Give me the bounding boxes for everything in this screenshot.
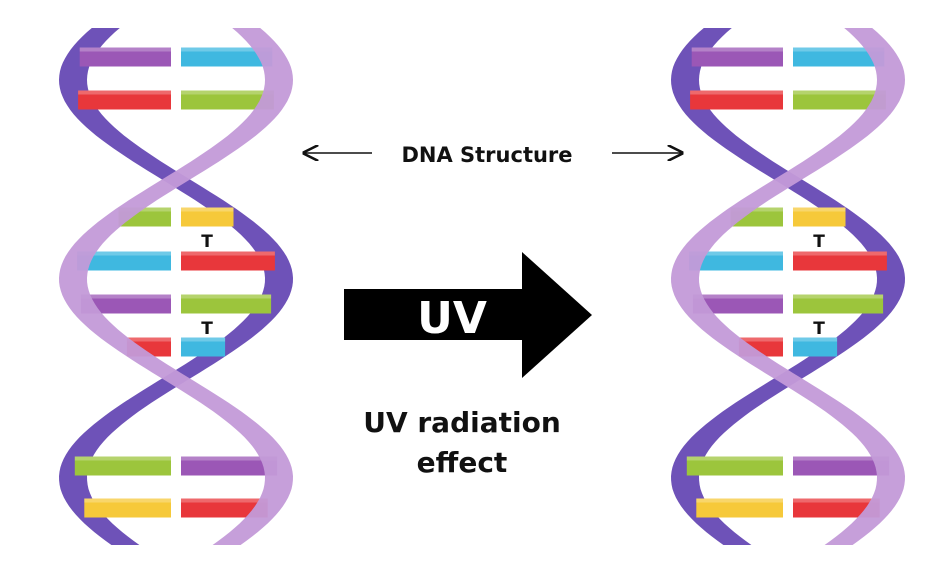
helix-backbone-strand-back — [59, 28, 293, 545]
base-highlight — [793, 47, 885, 52]
base-highlight — [793, 207, 846, 212]
thymine-label: T — [201, 319, 213, 339]
helix-backbone-strand-back — [671, 28, 905, 545]
dna-structure-label: DNA Structure — [401, 143, 572, 167]
base-right-blue — [181, 47, 273, 67]
base-right-green — [793, 90, 886, 110]
base-highlight — [181, 47, 273, 52]
base-highlight — [793, 90, 886, 95]
base-left-yellow — [696, 498, 783, 518]
base-right-blue — [793, 337, 838, 357]
base-pair-rung — [77, 251, 275, 271]
base-pair-rung — [692, 294, 884, 314]
base-left-green — [686, 456, 783, 476]
base-highlight — [692, 294, 783, 299]
base-pair-rung — [691, 47, 885, 67]
base-highlight — [79, 47, 171, 52]
base-pair-rung — [74, 456, 278, 476]
helix-backbone-strand-front — [671, 28, 905, 545]
uv-effect-line2: effect — [417, 446, 508, 479]
base-highlight — [181, 90, 274, 95]
thymine-label: T — [201, 232, 213, 252]
base-left-purple — [691, 47, 783, 67]
base-highlight — [793, 456, 890, 461]
base-pair-rung — [79, 47, 273, 67]
base-highlight — [690, 90, 783, 95]
base-highlight — [118, 207, 171, 212]
base-highlight — [793, 498, 880, 503]
base-highlight — [793, 251, 887, 256]
base-highlight — [126, 337, 171, 342]
base-right-yellow — [181, 207, 234, 227]
base-right-yellow — [793, 207, 846, 227]
base-left-red — [78, 90, 171, 110]
base-left-purple — [79, 47, 171, 67]
base-highlight — [738, 337, 783, 342]
base-right-purple — [181, 456, 278, 476]
base-highlight — [793, 294, 884, 299]
base-highlight — [74, 456, 171, 461]
dna-helix-right: TT — [671, 28, 905, 545]
base-pair-rung — [696, 498, 880, 518]
dna-structure-callout: DNA Structure — [304, 143, 682, 167]
base-pair-rung — [78, 90, 274, 110]
base-pair-rung — [686, 456, 890, 476]
base-right-purple — [793, 456, 890, 476]
base-right-green — [181, 294, 272, 314]
thymine-label: T — [813, 319, 825, 339]
base-right-red — [793, 498, 880, 518]
uv-arrow-label: UV — [417, 293, 487, 344]
base-highlight — [691, 47, 783, 52]
dna-helix-left: TT — [59, 28, 293, 545]
uv-effect-line1: UV radiation — [363, 406, 561, 439]
base-right-blue — [181, 337, 226, 357]
base-highlight — [80, 294, 171, 299]
base-highlight — [793, 337, 838, 342]
thymine-label: T — [813, 232, 825, 252]
base-highlight — [181, 337, 226, 342]
base-right-red — [181, 498, 268, 518]
base-highlight — [181, 456, 278, 461]
uv-effect-caption: UV radiation effect — [363, 406, 561, 479]
base-highlight — [730, 207, 783, 212]
base-pair-rung — [80, 294, 272, 314]
base-highlight — [78, 90, 171, 95]
base-highlight — [84, 498, 171, 503]
base-left-red — [690, 90, 783, 110]
base-right-red — [793, 251, 887, 271]
uv-block-arrow: UV — [344, 252, 592, 378]
uv-arrow-shape — [344, 252, 592, 378]
base-right-blue — [793, 47, 885, 67]
base-pair-rung — [690, 90, 886, 110]
base-highlight — [181, 294, 272, 299]
base-highlight — [686, 456, 783, 461]
base-right-red — [181, 251, 275, 271]
base-left-green — [74, 456, 171, 476]
base-highlight — [689, 251, 783, 256]
base-right-green — [181, 90, 274, 110]
base-left-blue — [77, 251, 171, 271]
base-left-blue — [689, 251, 783, 271]
base-highlight — [77, 251, 171, 256]
base-highlight — [181, 207, 234, 212]
base-highlight — [181, 251, 275, 256]
base-pair-rung — [84, 498, 268, 518]
base-pair-rung — [689, 251, 887, 271]
base-highlight — [181, 498, 268, 503]
base-left-yellow — [84, 498, 171, 518]
base-left-purple — [80, 294, 171, 314]
helix-backbone-strand-front — [59, 28, 293, 545]
base-left-purple — [692, 294, 783, 314]
base-highlight — [696, 498, 783, 503]
base-right-green — [793, 294, 884, 314]
